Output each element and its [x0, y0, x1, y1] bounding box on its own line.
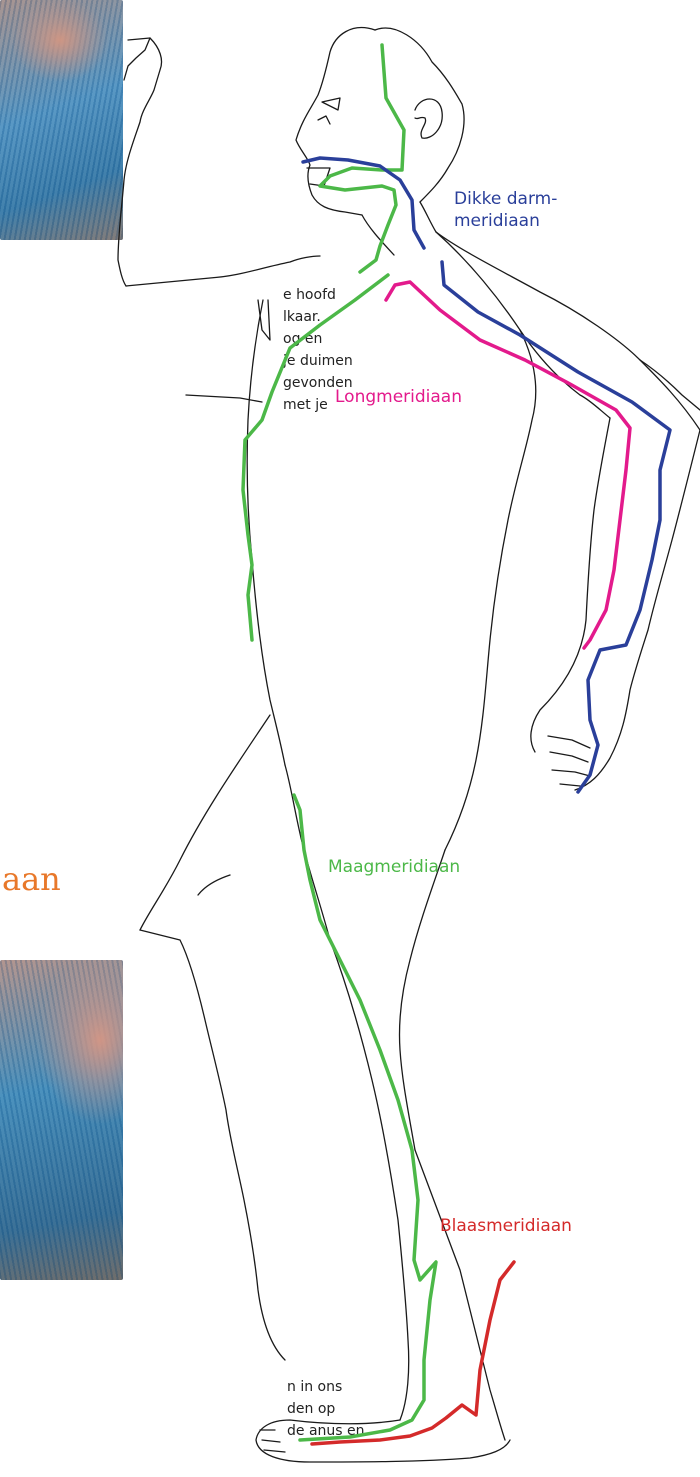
label-line: meridiaan: [454, 210, 557, 232]
large-intestine-meridian-label: Dikke darm- meridiaan: [454, 188, 557, 232]
bladder-meridian-label: Blaasmeridiaan: [440, 1215, 572, 1237]
lung-meridian-label: Longmeridiaan: [335, 386, 462, 408]
stomach-meridian-line: [243, 45, 436, 1440]
lung-meridian-line: [386, 282, 630, 648]
large-intestine-meridian-line: [303, 158, 670, 792]
body-outline: [118, 28, 700, 1462]
label-line: Dikke darm-: [454, 188, 557, 210]
stomach-meridian-label: Maagmeridiaan: [328, 856, 460, 878]
